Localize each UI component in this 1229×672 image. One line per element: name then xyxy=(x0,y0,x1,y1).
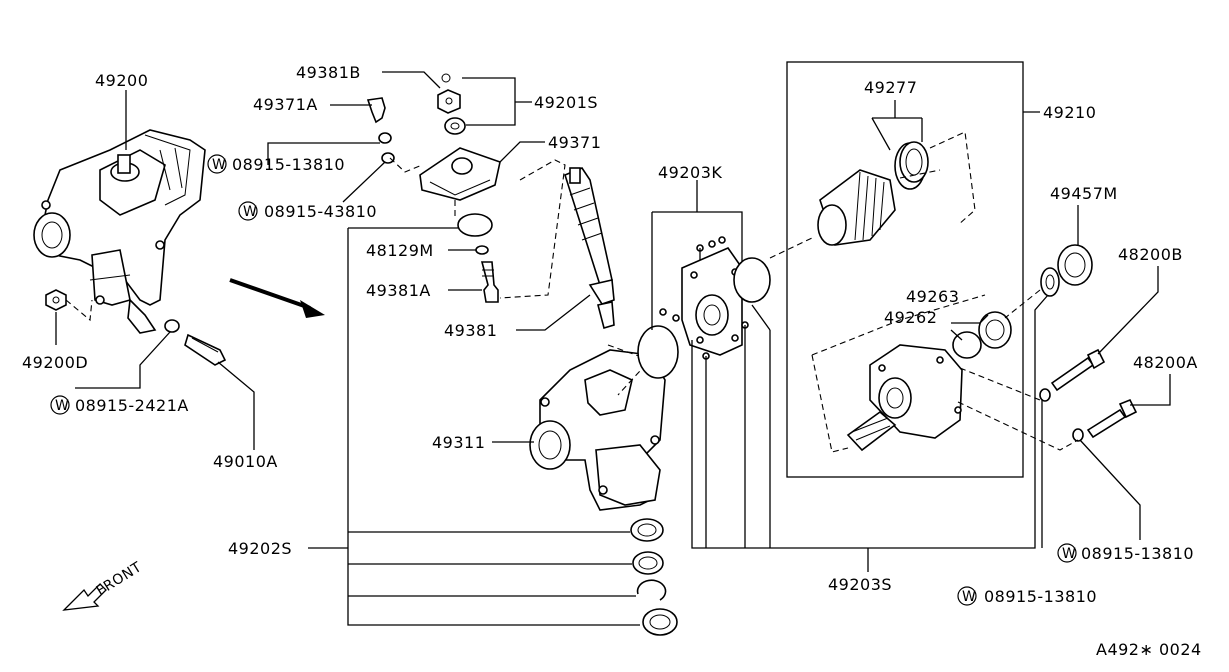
label-49203K: 49203K xyxy=(658,163,722,182)
front-arrow-icon xyxy=(62,583,107,611)
label-49263: 49263 xyxy=(906,287,959,306)
label-49457M: 49457M xyxy=(1050,184,1118,203)
part-49202S-seals xyxy=(630,518,678,636)
label-49202S: 49202S xyxy=(228,539,292,558)
assembly-box-49210 xyxy=(786,61,1024,478)
label-08915-13810-top: 08915-13810 xyxy=(232,155,345,174)
direction-arrow-icon xyxy=(229,278,325,318)
label-48200A: 48200A xyxy=(1133,353,1198,372)
part-49010A-bolt xyxy=(164,319,227,366)
label-48129M: 48129M xyxy=(366,241,434,260)
washer-mark: W xyxy=(243,204,257,220)
steering-gear-assembly xyxy=(33,129,206,334)
label-49210: 49210 xyxy=(1043,103,1096,122)
part-49381B-nut xyxy=(437,73,461,114)
part-49277-seals xyxy=(894,141,929,190)
part-49381A-valve xyxy=(480,261,499,303)
part-o-ring-right xyxy=(733,257,771,303)
label-08915-2421A: 08915-2421A xyxy=(75,396,189,415)
washer-mark: W xyxy=(212,157,226,173)
part-49201S-washer xyxy=(444,117,466,135)
label-48200B: 48200B xyxy=(1118,245,1183,264)
washer-symbol-icon xyxy=(957,586,977,606)
front-label: FRONT xyxy=(94,559,145,599)
label-49201S: 49201S xyxy=(534,93,598,112)
label-49381A: 49381A xyxy=(366,281,431,300)
part-valve-rotor xyxy=(817,169,896,246)
part-valve-body xyxy=(846,344,963,452)
label-08915-13810-bottom: 08915-13810 xyxy=(984,587,1097,606)
part-49203K-plate xyxy=(659,236,749,360)
part-o-ring-top xyxy=(457,213,493,237)
label-49200: 49200 xyxy=(95,71,148,90)
part-48200B-bolt xyxy=(1050,348,1106,392)
label-49010A: 49010A xyxy=(213,452,278,471)
label-49381: 49381 xyxy=(444,321,497,340)
label-08915-13810-right: 08915-13810 xyxy=(1081,544,1194,563)
label-49203S: 49203S xyxy=(828,575,892,594)
label-49371A: 49371A xyxy=(253,95,318,114)
part-49200D-nut xyxy=(45,289,93,322)
label-49277: 49277 xyxy=(864,78,917,97)
part-49457M-seal xyxy=(1057,244,1093,286)
part-49381-spool xyxy=(564,167,615,330)
part-48200A-bolt xyxy=(1086,398,1138,439)
part-49263-seal xyxy=(978,311,1012,349)
label-49262: 49262 xyxy=(884,308,937,327)
part-gasket-ring xyxy=(637,325,679,379)
washer-mark: W xyxy=(1062,546,1076,562)
part-nut-right xyxy=(1040,267,1060,297)
label-49311: 49311 xyxy=(432,433,485,452)
label-49371: 49371 xyxy=(548,133,601,152)
washer-mark: W xyxy=(962,589,976,605)
part-48129M-washer xyxy=(475,245,489,255)
washer-symbol-icon xyxy=(238,201,258,221)
washer-mark: W xyxy=(55,398,69,414)
part-49371-cover xyxy=(419,147,501,201)
label-08915-43810: 08915-43810 xyxy=(264,202,377,221)
washer-symbol-icon xyxy=(207,154,227,174)
label-49200D: 49200D xyxy=(22,353,88,372)
diagram-id: A492∗ 0024 xyxy=(1096,640,1202,659)
part-49311-housing xyxy=(529,349,666,511)
part-49371A-fitting xyxy=(366,97,395,164)
washer-symbol-icon xyxy=(1057,543,1077,563)
label-49381B: 49381B xyxy=(296,63,361,82)
washer-symbol-icon xyxy=(50,395,70,415)
